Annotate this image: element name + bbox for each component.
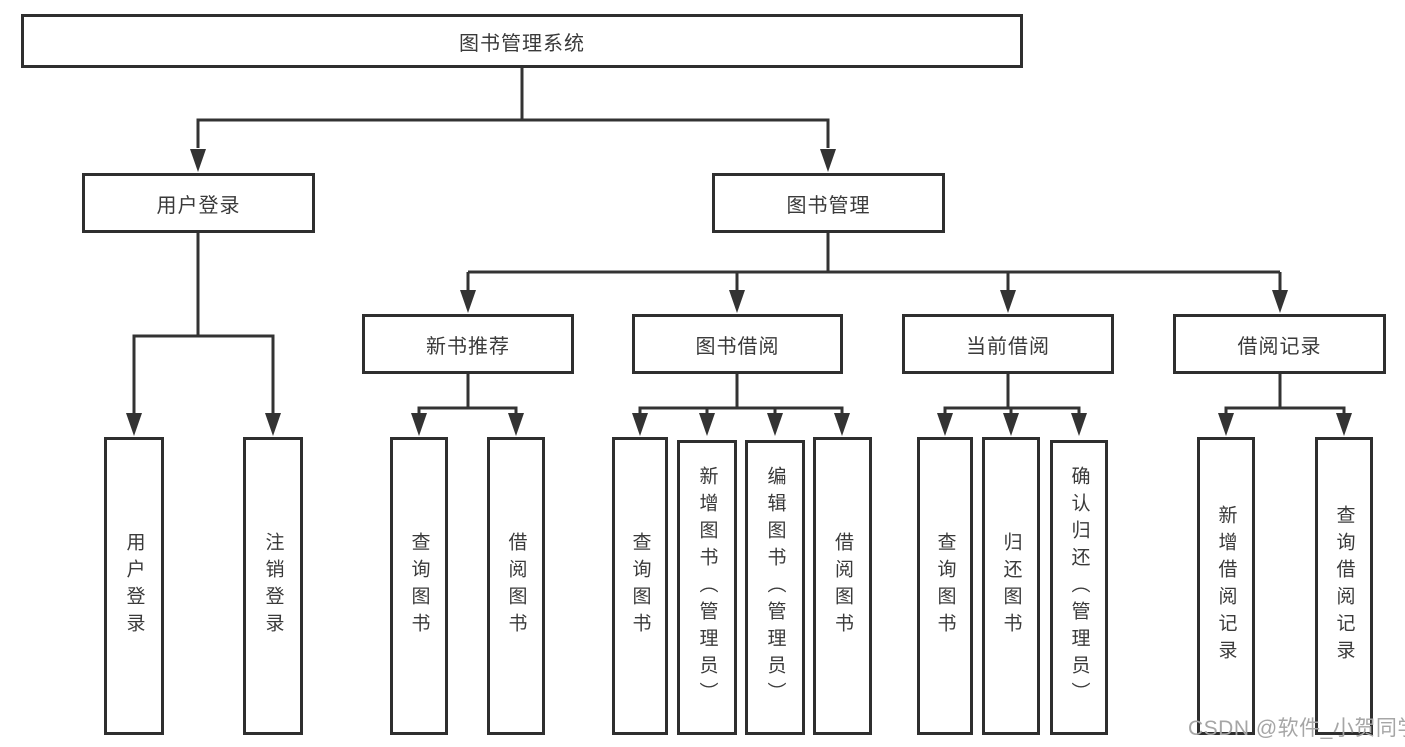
node-user-login: 用户登录 [82,173,315,233]
leaf-query-books-3: 查询图书 [917,437,973,735]
node-user-login-label: 用户登录 [156,194,241,217]
connector-root-to-level2 [190,68,836,172]
node-borrow-records-label: 借阅记录 [1237,335,1322,358]
leaf-borrow-books-1-label: 借阅图书 [505,532,527,640]
leaf-edit-books-admin-label: 编辑图书（管理员） [764,466,786,709]
leaf-query-borrow-record-label: 查询借阅记录 [1333,505,1355,667]
leaf-add-books-admin-label: 新增图书（管理员） [696,466,718,709]
node-book-management: 图书管理 [712,173,945,233]
leaf-query-books-3-label: 查询图书 [934,532,956,640]
node-borrow-records: 借阅记录 [1173,314,1386,374]
leaf-edit-books-admin: 编辑图书（管理员） [745,440,805,735]
leaf-borrow-books-1: 借阅图书 [487,437,545,735]
leaf-query-books-2: 查询图书 [612,437,668,735]
leaf-query-books-1: 查询图书 [390,437,448,735]
leaf-add-borrow-record-label: 新增借阅记录 [1215,505,1237,667]
node-current-borrow-label: 当前借阅 [966,335,1050,358]
node-book-borrow-label: 图书借阅 [695,335,780,358]
leaf-return-books: 归还图书 [982,437,1040,735]
leaf-logout-label: 注销登录 [262,532,284,640]
node-book-borrow: 图书借阅 [632,314,843,374]
leaf-user-login: 用户登录 [104,437,164,735]
leaf-borrow-books-2-label: 借阅图书 [832,532,853,640]
connector-new-book-children [411,374,524,436]
leaf-user-login-label: 用户登录 [123,532,145,640]
leaf-add-borrow-record: 新增借阅记录 [1197,437,1255,735]
leaf-logout: 注销登录 [243,437,303,735]
leaf-add-books-admin: 新增图书（管理员） [677,440,737,735]
leaf-query-books-1-label: 查询图书 [408,532,430,640]
node-library-system-label: 图书管理系统 [459,32,585,55]
connector-current-borrow-children [937,374,1087,436]
leaf-borrow-books-2: 借阅图书 [813,437,872,735]
node-current-borrow: 当前借阅 [902,314,1114,374]
leaf-query-books-2-label: 查询图书 [629,532,651,640]
connector-user-login-children [126,233,281,436]
node-book-management-label: 图书管理 [786,194,871,217]
leaf-query-borrow-record: 查询借阅记录 [1315,437,1373,735]
connector-borrow-records-children [1218,374,1352,436]
leaf-confirm-return-admin-label: 确认归还（管理员） [1068,466,1090,709]
node-new-book-recommend: 新书推荐 [362,314,574,374]
connector-book-management-children [460,233,1288,313]
node-new-book-recommend-label: 新书推荐 [426,335,510,358]
leaf-return-books-label: 归还图书 [1000,532,1022,640]
connector-book-borrow-children [632,374,850,436]
csdn-watermark: CSDN @软件_小贺同学 [1188,717,1405,740]
node-library-system: 图书管理系统 [21,14,1023,68]
leaf-confirm-return-admin: 确认归还（管理员） [1050,440,1108,735]
